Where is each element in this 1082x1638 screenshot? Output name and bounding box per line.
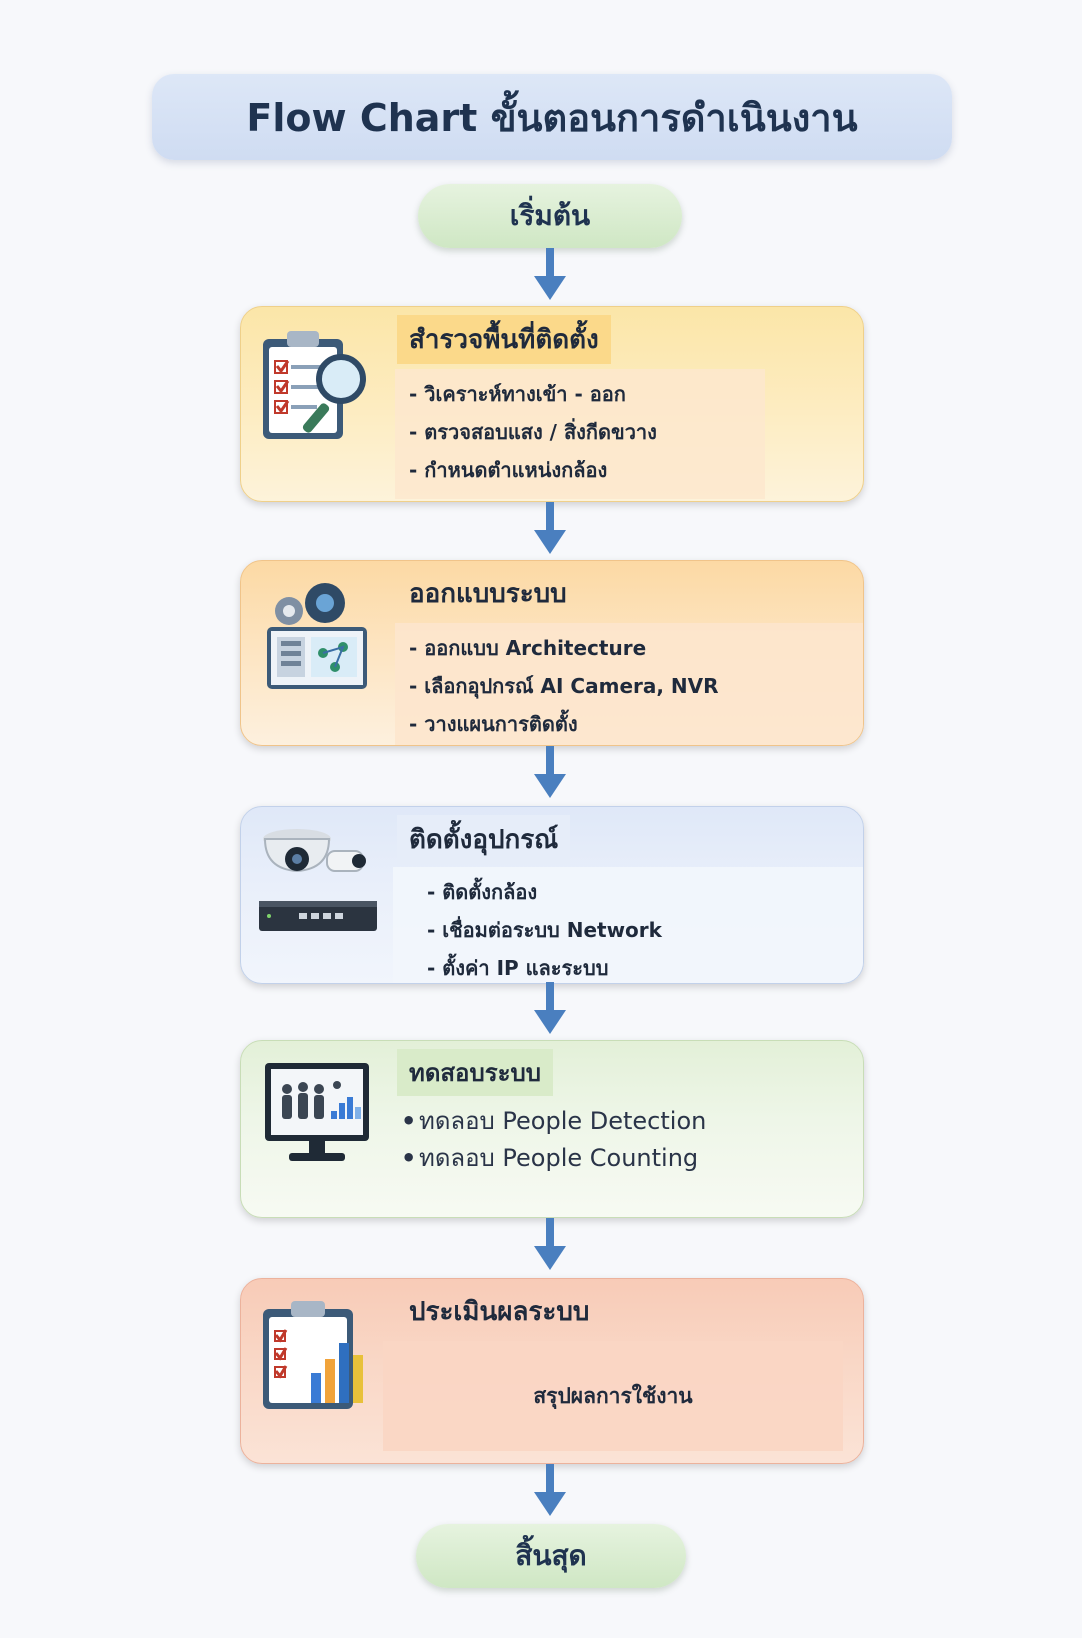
step-heading: ติดตั้งอุปกรณ์: [397, 815, 571, 864]
list-item: - ตรวจสอบแสง / สิ่งกีดขวาง: [409, 420, 657, 444]
arrow-down-icon: [534, 248, 566, 300]
step-install-equipment: ติดตั้งอุปกรณ์ - ติดตั้งกล้อง - เชื่อมต่…: [240, 806, 864, 984]
list-item: - เลือกอุปกรณ์ AI Camera, NVR: [409, 674, 719, 698]
step-system-design: ออกแบบระบบ - ออกแบบ Architecture - เลือก…: [240, 560, 864, 746]
list-item-text: ทดลอบ People Detection: [419, 1107, 707, 1135]
list-item: - ออกแบบ Architecture: [409, 636, 647, 660]
step-heading: ออกแบบระบบ: [409, 579, 567, 609]
step-bullet-list: - ออกแบบ Architecture - เลือกอุปกรณ์ AI …: [395, 623, 863, 745]
start-node: เริ่มต้น: [418, 184, 682, 248]
step-heading: ประเมินผลระบบ: [409, 1297, 590, 1327]
list-item: •ทดลอบ People Counting: [401, 1140, 841, 1177]
arrow-down-icon: [534, 746, 566, 798]
list-item: - วางแผนการติดตั้ง: [409, 712, 578, 736]
camera-switch-icon: [259, 829, 377, 931]
step-heading: สำรวจพื้นที่ติดตั้ง: [397, 315, 611, 364]
step-summary: สรุปผลการใช้งาน: [383, 1341, 843, 1451]
arrow-down-icon: [534, 502, 566, 554]
list-item: - ติดตั้งกล้อง: [427, 880, 538, 904]
step-system-testing: ทดสอบระบบ •ทดลอบ People Detection •ทดลอบ…: [240, 1040, 864, 1218]
list-item: - วิเคราะห์ทางเข้า - ออก: [409, 382, 626, 406]
arrow-down-icon: [534, 1464, 566, 1516]
monitor-people-icon: [265, 1063, 369, 1161]
start-label: เริ่มต้น: [509, 199, 591, 232]
list-item: •ทดลอบ People Detection: [401, 1103, 841, 1140]
list-item: - ตั้งค่า IP และระบบ: [427, 956, 609, 980]
step-bullet-list: - วิเคราะห์ทางเข้า - ออก - ตรวจสอบแสง / …: [395, 369, 765, 499]
list-item: - กำหนดตำแหน่งกล้อง: [409, 458, 608, 482]
step-heading: ทดสอบระบบ: [397, 1049, 553, 1096]
gears-blueprint-icon: [267, 583, 367, 689]
clipboard-magnifier-icon: [263, 331, 366, 439]
arrow-down-icon: [534, 982, 566, 1034]
step-bullet-list: •ทดลอบ People Detection •ทดลอบ People Co…: [387, 1097, 855, 1217]
arrow-down-icon: [534, 1218, 566, 1270]
step-system-evaluation: ประเมินผลระบบ สรุปผลการใช้งาน: [240, 1278, 864, 1464]
clipboard-chart-icon: [263, 1301, 363, 1409]
list-item-text: ทดลอบ People Counting: [419, 1144, 699, 1172]
end-node: สิ้นสุด: [416, 1524, 686, 1588]
end-label: สิ้นสุด: [515, 1539, 587, 1572]
step-bullet-list: - ติดตั้งกล้อง - เชื่อมต่อระบบ Network -…: [393, 867, 863, 983]
bullet-dot: •: [401, 1144, 417, 1172]
flowchart-title: Flow Chart ขั้นตอนการดำเนินงาน: [152, 74, 952, 160]
bullet-dot: •: [401, 1107, 417, 1135]
step-site-survey: สำรวจพื้นที่ติดตั้ง - วิเคราะห์ทางเข้า -…: [240, 306, 864, 502]
list-item: - เชื่อมต่อระบบ Network: [427, 918, 662, 942]
